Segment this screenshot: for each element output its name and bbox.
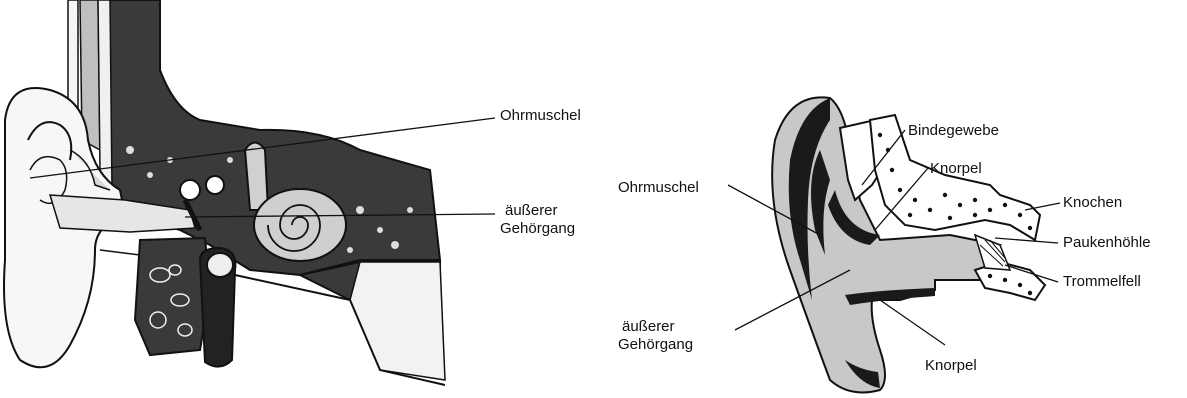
label-left-gehoergang-1: äußerer: [505, 202, 558, 220]
label-right-ohrmuschel: Ohrmuschel: [618, 179, 699, 197]
label-trommelfell: Trommelfell: [1063, 273, 1141, 291]
label-knorpel-top: Knorpel: [930, 160, 982, 178]
label-left-ohrmuschel: Ohrmuschel: [500, 107, 581, 125]
label-right-gehoergang-2: Gehörgang: [618, 336, 693, 354]
label-right-gehoergang-1: äußerer: [622, 318, 675, 336]
label-paukenhoehle: Paukenhöhle: [1063, 234, 1151, 252]
left-ear-illustration: [0, 0, 620, 398]
label-knochen: Knochen: [1063, 194, 1122, 212]
label-knorpel-bottom: Knorpel: [925, 357, 977, 375]
label-bindegewebe: Bindegewebe: [908, 122, 999, 140]
label-left-gehoergang-2: Gehörgang: [500, 220, 575, 238]
